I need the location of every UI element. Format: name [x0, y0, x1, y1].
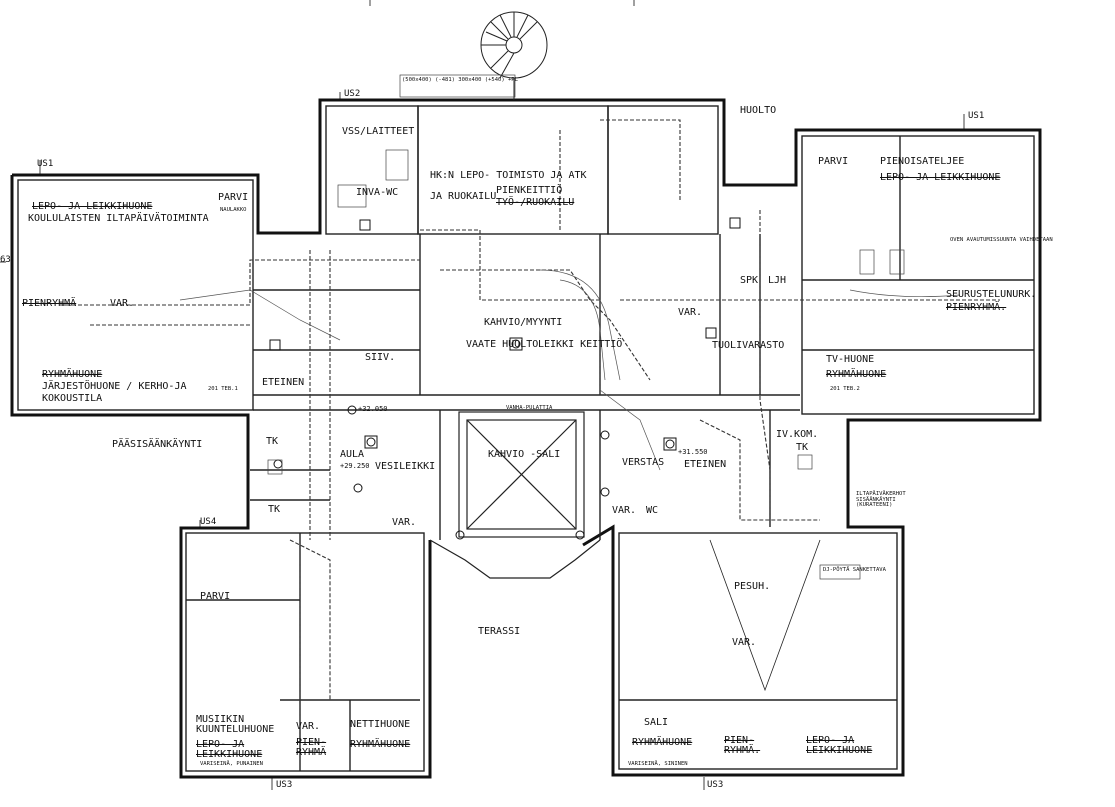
room-nettihuone: NETTIHUONE: [350, 719, 411, 730]
room-spk: SPK: [740, 275, 759, 286]
room-ja-ruokailu: JA RUOKAILU: [430, 191, 497, 202]
room-ljh: LJH: [768, 275, 787, 286]
note-naulakko: NAULAKKO: [220, 207, 247, 213]
note-variseina-sininen: VARISEINÄ, SININEN: [628, 761, 688, 767]
note-iv-201-a: 201 TEB.1: [208, 386, 238, 392]
room-tk-3: TK: [796, 442, 809, 453]
room-parvi-left: PARVI: [218, 192, 249, 203]
room-parvi-right: PARVI: [818, 156, 849, 167]
exterior-walls: [10, 98, 1042, 779]
room-var-bottom: VAR.: [296, 721, 321, 732]
room-pienkeittio: PIENKEITTIÖ: [496, 185, 563, 196]
room-musiikin-kuunteluhuone: MUSIIKIN KUUNTELUHUONE: [196, 714, 275, 735]
furniture-marks: [267, 74, 905, 580]
note-variseina-punainen: VARISEINÄ, PUNAINEN: [200, 761, 263, 767]
room-inva-wc: INVA-WC: [356, 187, 399, 198]
room-pienoisateljee: PIENOISATELJEE: [880, 156, 965, 167]
room-verstas: VERSTAS: [622, 457, 665, 468]
room-tv-huone: TV-HUONE: [826, 354, 875, 365]
room-kahvio-sali: KAHVIO -SALI: [488, 449, 561, 460]
room-tyo-ruokailu: TYÖ-/RUOKAILU: [496, 197, 575, 208]
note-oven-avautumissuunta: OVEN AVAUTUMISSUUNTA VAIHDETAAN: [950, 237, 1053, 243]
room-pien-ryhma-bottom: PIEN-RYHMÄ: [296, 737, 327, 758]
note-dj-poyta: DJ-PÖYTÄ SANKETTAVA: [823, 567, 886, 573]
room-leikki-keittio: LEIKKI KEITTIÖ: [538, 339, 623, 350]
room-vesileikki: VESILEIKKI: [375, 461, 436, 472]
room-eteinen-right: ETEINEN: [684, 459, 727, 470]
room-ryhmahuone-right: RYHMÄHUONE: [826, 369, 887, 380]
sali-triangle: [709, 539, 821, 692]
room-iv-kom: IV.KOM.: [776, 429, 819, 440]
room-kahvio-myynti: KAHVIO/MYYNTI: [484, 317, 563, 328]
room-lepo-leikki-right: LEPO- JA LEIKKIHUONE: [880, 172, 1001, 183]
room-siiv: SIIV.: [365, 352, 396, 363]
room-wc: WC: [646, 505, 659, 516]
room-var-mid: VAR.: [392, 517, 417, 528]
sheet-ref-us2: US2: [344, 89, 361, 99]
room-pienryhma-left: PIENRYHMÄ: [22, 298, 77, 309]
room-var-left: VAR.: [110, 298, 135, 309]
room-tk-2: TK: [268, 504, 281, 515]
note-iv-201-b: 201 TEB.2: [830, 386, 860, 392]
room-ryhmahuone-left: RYHMÄHUONE: [42, 369, 103, 380]
room-var-top-mid: VAR.: [678, 307, 703, 318]
sheet-ref-us1-left: US1: [37, 159, 54, 169]
room-vaatehuolto: VAATE HUOLTO: [466, 339, 539, 350]
room-pesuh: PESUH.: [734, 581, 771, 592]
note-vanha-pulattia: VANHA-PULATTIA: [506, 405, 553, 411]
room-ryhmahuone-br: RYHMÄHUONE: [632, 737, 693, 748]
sheet-ref-us4: US4: [200, 517, 217, 527]
room-koululaisten: KOULULAISTEN ILTAPÄIVÄTOIMINTA: [28, 213, 209, 224]
edge-mark: 63: [0, 255, 11, 265]
ventilation-ducts: [60, 119, 1000, 760]
room-huolto: HUOLTO: [740, 105, 777, 116]
note-level-2: +31.550: [678, 448, 708, 456]
room-tk-1: TK: [266, 436, 279, 447]
room-pienryhma-right: PIENRYHMÄ.: [946, 302, 1007, 313]
duct-centerlines: [179, 269, 961, 471]
room-var-mid-2: VAR.: [612, 505, 637, 516]
label-paasisaankaynti: PÄÄSISÄÄNKÄYNTI: [112, 439, 203, 450]
room-sali: SALI: [644, 717, 669, 728]
note-iltapaivakerhot: ILTAPÄIVÄKERHOT SISÄÄNKÄYNTI (KURATEENI): [856, 491, 906, 508]
room-lepo-leikki-br: LEPO- JA LEIKKIHUONE: [806, 735, 873, 756]
sheet-ref-us3-left: US3: [276, 780, 293, 790]
room-parvi-bottom: PARVI: [200, 591, 231, 602]
diffusers: [269, 217, 741, 540]
note-duct-box: (500x400) (-481) 300x400 (+540) +PL: [402, 77, 518, 83]
room-ryhmahuone-bottom: RYHMÄHUONE: [350, 739, 411, 750]
room-lepo-leikki-bottom: LEPO- JA LEIKKIHUONE: [196, 739, 263, 760]
note-level-1: +32.050: [358, 405, 388, 413]
spiral-stair: [480, 11, 548, 100]
room-terassi: TERASSI: [478, 626, 521, 637]
note-level-3: +29.250: [340, 462, 370, 470]
room-aula: AULA: [340, 449, 365, 460]
room-lepo-leikki-left: LEPO- JA LEIKKIHUONE: [32, 201, 153, 212]
sheet-ref-us1-right: US1: [968, 111, 985, 121]
room-tuolivarasto: TUOLIVARASTO: [712, 340, 785, 351]
room-var-right-bottom: VAR.: [732, 637, 757, 648]
dimension-ticks: [0, 0, 965, 790]
sheet-ref-us3-right: US3: [707, 780, 724, 790]
room-pien-ryhma-br: PIEN-RYHMÄ.: [724, 735, 761, 756]
room-seurustelunurkkaus: SEURUSTELUNURK.: [946, 289, 1037, 300]
room-jarjestohuone: JÄRJESTÖHUONE / KERHO-JA: [42, 381, 187, 392]
kahvio-sali-structure: [429, 411, 601, 579]
room-eteinen-left: ETEINEN: [262, 377, 305, 388]
room-kokoustila: KOKOUSTILA: [42, 393, 103, 404]
room-vss-laitteet: VSS/LAITTEET: [342, 126, 415, 137]
room-hkn-lepo: HK:N LEPO- TOIMISTO JA ATK: [430, 170, 587, 181]
